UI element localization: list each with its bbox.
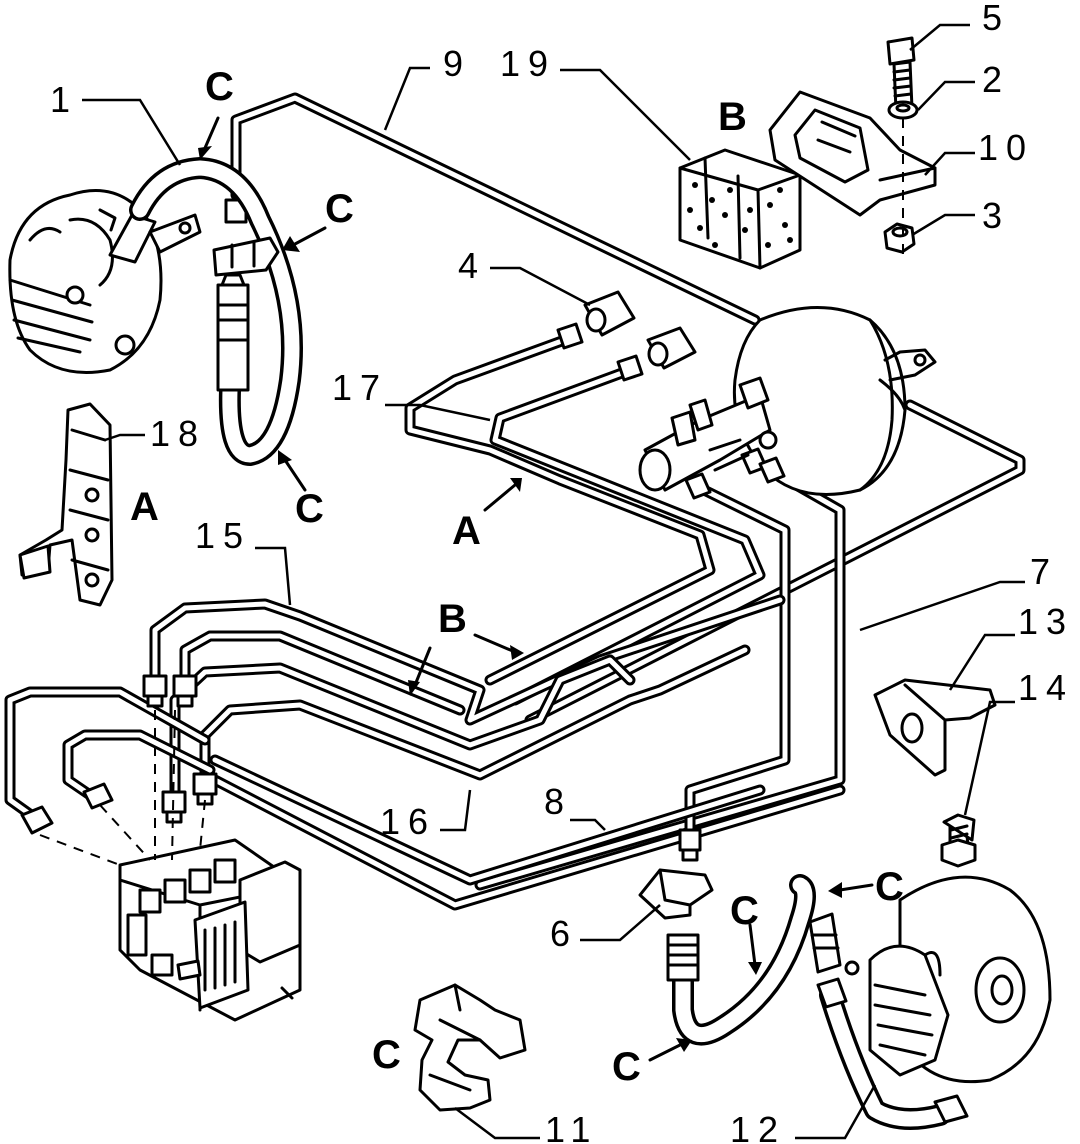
label-detail-c: C <box>372 1033 401 1077</box>
union-nut-icon <box>678 828 702 862</box>
label-part-8: 8 <box>544 781 572 822</box>
detail-letter-labels: C C C B A A B C C C C <box>130 65 904 1089</box>
label-part-12: 12 <box>730 1109 786 1144</box>
label-detail-b: B <box>718 95 747 139</box>
label-detail-c: C <box>205 65 234 109</box>
label-detail-a: A <box>452 509 481 553</box>
front-caliper <box>8 189 202 374</box>
label-part-9: 9 <box>443 43 471 84</box>
assembly-lines-modulator <box>39 709 206 866</box>
label-part-19: 19 <box>500 43 556 84</box>
brake-servo <box>732 306 937 496</box>
rear-brake-disc <box>844 875 1052 1084</box>
union-nut-icon <box>20 805 54 835</box>
pipe-unions <box>20 198 702 862</box>
label-part-18: 18 <box>150 413 206 454</box>
label-part-5: 5 <box>982 0 1010 38</box>
label-part-10: 10 <box>978 127 1034 168</box>
union-nut-icon <box>82 782 114 810</box>
abs-modulator <box>118 838 302 1022</box>
protective-caps-4 <box>583 290 697 370</box>
pipe-left-outer <box>4 686 216 826</box>
union-nut-icon <box>616 354 644 382</box>
screw-14 <box>940 813 977 868</box>
label-part-13: 13 <box>1018 601 1074 642</box>
hose-clip-11 <box>413 983 527 1112</box>
label-part-11: 11 <box>545 1109 598 1144</box>
bracket-13 <box>873 678 997 777</box>
label-detail-c: C <box>325 187 354 231</box>
brake-pads <box>678 148 802 270</box>
clip-6 <box>638 868 714 920</box>
detail-arrows <box>198 116 874 1062</box>
label-part-6: 6 <box>550 913 578 954</box>
label-part-3: 3 <box>982 195 1010 236</box>
hose-clip-icon <box>212 236 280 277</box>
label-part-14: 14 <box>1018 667 1074 708</box>
rear-caliper-hose <box>816 977 969 1130</box>
pipe-9 <box>230 92 761 326</box>
union-nut-icon <box>172 674 198 708</box>
label-part-17: 17 <box>332 367 388 408</box>
label-part-7: 7 <box>1030 551 1058 592</box>
leader-lines <box>82 23 1025 1140</box>
pipe-8 <box>209 754 846 911</box>
union-nut-icon <box>142 674 168 708</box>
brake-pipes <box>4 92 1026 911</box>
mounting-bracket <box>768 90 937 217</box>
master-cylinder <box>638 376 786 500</box>
label-detail-b: B <box>438 597 467 641</box>
front-flex-hose <box>129 157 303 466</box>
label-part-1: 1 <box>50 79 78 120</box>
label-detail-c: C <box>730 889 759 933</box>
rear-flex-hose <box>666 874 842 1046</box>
union-nut-icon <box>556 322 584 350</box>
pipe-right-loop <box>524 399 1026 726</box>
union-nut-icon <box>192 772 218 806</box>
pipe-17 <box>404 332 766 706</box>
label-detail-a: A <box>130 485 159 529</box>
label-detail-c: C <box>875 865 904 909</box>
label-detail-c: C <box>612 1045 641 1089</box>
part-number-labels: 1 9 19 5 2 10 3 4 17 18 15 7 13 14 16 8 … <box>50 0 1074 1144</box>
label-part-15: 15 <box>195 515 251 556</box>
label-part-4: 4 <box>458 245 486 286</box>
washer-2 <box>887 100 919 120</box>
label-detail-c: C <box>295 487 324 531</box>
label-part-16: 16 <box>380 801 436 842</box>
label-part-2: 2 <box>982 59 1010 100</box>
nut-3 <box>883 222 916 254</box>
pipe-bracket-18 <box>18 402 114 607</box>
